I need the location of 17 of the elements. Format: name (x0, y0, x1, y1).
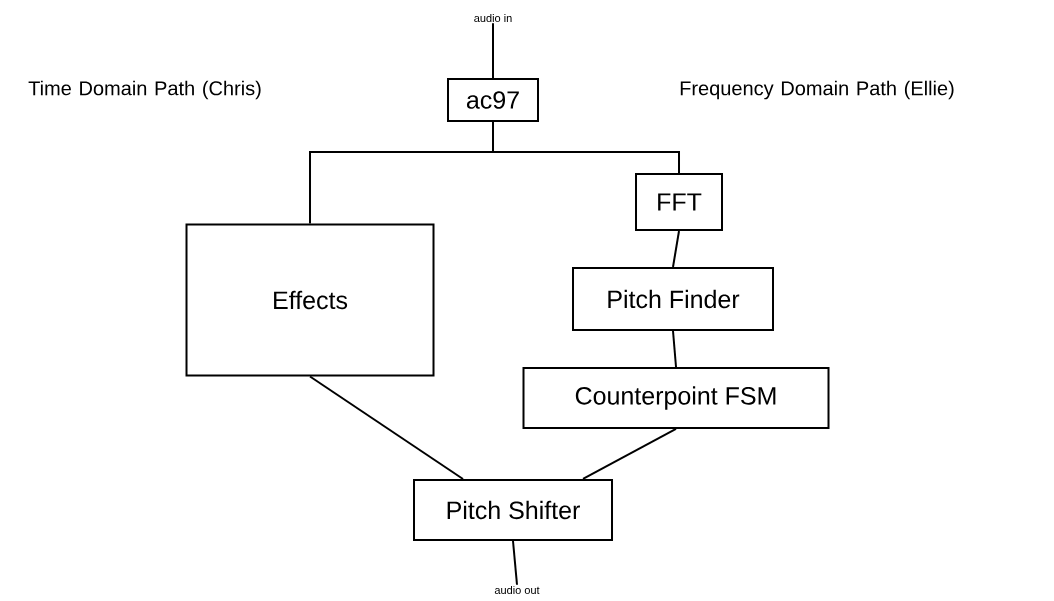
process-box: Pitch Shifter (413, 479, 613, 541)
process-box: ac97 (447, 78, 539, 122)
connector-line (582, 428, 677, 480)
connector-line (492, 121, 680, 174)
connector-line (512, 540, 518, 586)
process-box: FFT (635, 173, 723, 231)
signal-label: audio out (494, 585, 540, 595)
process-box: Counterpoint FSM (522, 367, 830, 429)
connector-line (672, 230, 680, 268)
connector-line (309, 375, 464, 480)
connector-line (492, 22, 494, 79)
signal-label: audio in (474, 13, 512, 23)
connector-line (672, 330, 677, 368)
process-box: Effects (185, 223, 435, 377)
process-box: Pitch Finder (572, 267, 774, 331)
path-heading: Time Domain Path (Chris) (28, 80, 261, 100)
path-heading: Frequency Domain Path (Ellie) (680, 80, 954, 100)
